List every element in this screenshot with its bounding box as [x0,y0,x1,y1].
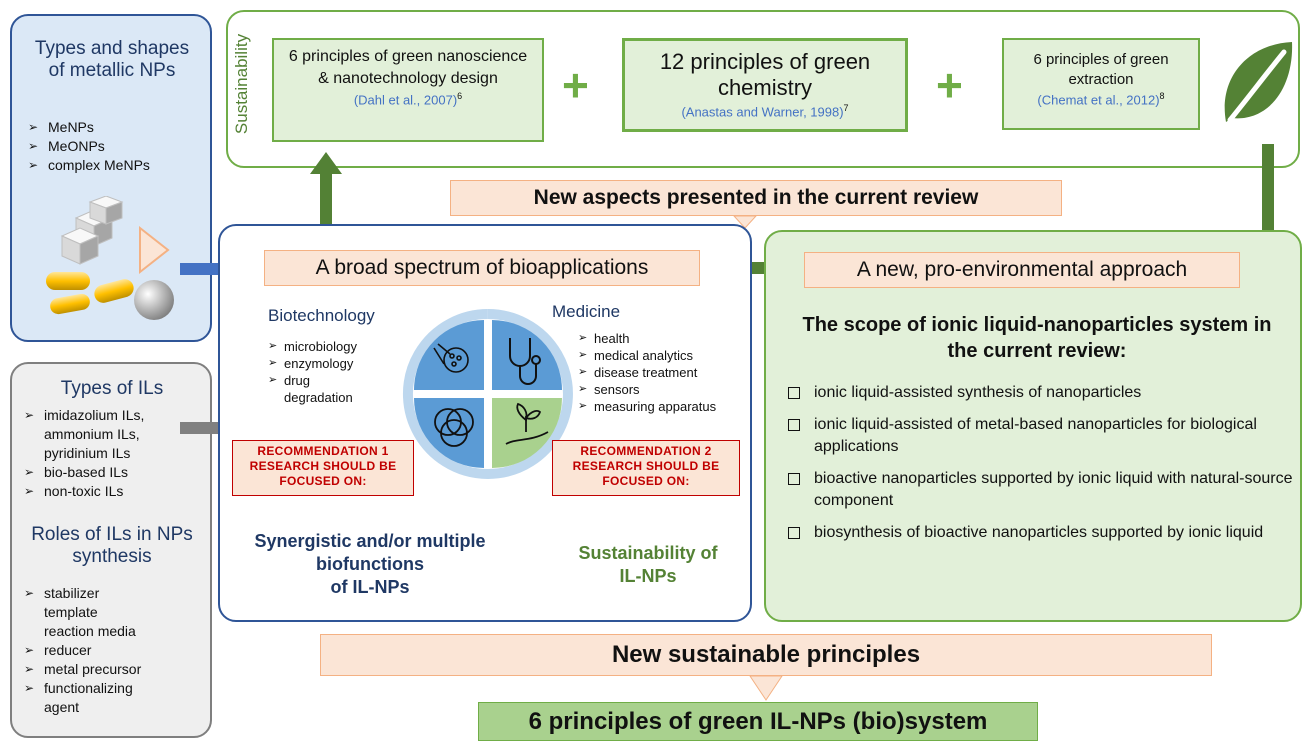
green-nanoscience-principles-box: 6 principles of green nanoscience & nano… [272,38,544,142]
nanoparticle-shapes-illustration [46,196,174,320]
list-item: MeONPs [24,137,204,156]
recommendation-2-box: RECOMMENDATION 2 RESEARCH SHOULD BE FOCU… [552,440,740,496]
quadrant-medicine [492,320,562,390]
il-types-list: imidazolium ILs, ammonium ILs, pyridiniu… [20,406,210,501]
rod-particle [50,293,90,315]
list-item: ionic liquid-assisted of metal-based nan… [784,414,1296,458]
biotechnology-list: microbiology enzymology drug degradation [268,338,398,406]
list-item: agent [44,699,80,715]
list-item: enzymology [268,355,398,372]
quadrant-synergy [414,398,484,468]
hand-plant-icon [505,402,549,445]
list-item: stabilizer [20,584,210,603]
list-item: reaction media [44,623,136,639]
scope-title: The scope of ionic liquid-nanoparticles … [802,314,1272,362]
recommendation-2-line: RESEARCH SHOULD BE [572,459,720,473]
list-item: medical analytics [578,347,750,364]
list-item: ionic liquid-assisted synthesis of nanop… [784,382,1296,404]
venn-circles-icon [434,408,474,447]
il-roles-title: Roles of ILs in NPs synthesis [31,524,193,567]
green-extraction-principles-title: 6 principles of green extraction [1033,51,1169,88]
medicine-list: health medical analytics disease treatme… [578,330,750,415]
sustainability-outcome: Sustainability of IL-NPs [548,542,748,588]
list-item: disease treatment [578,364,750,381]
list-item: degradation [284,390,353,405]
list-item: drug [268,372,398,389]
plus-sign: + [562,59,589,111]
scope-list: ionic liquid-assisted synthesis of nanop… [784,382,1296,554]
recommendation-1-line: RECOMMENDATION 1 [257,444,389,458]
synergistic-outcome: Synergistic and/or multiple biofunctions… [220,530,520,599]
pro-environmental-approach-box: A new, pro-environmental approach [804,252,1240,288]
recommendation-1-line: RESEARCH SHOULD BE [249,459,397,473]
rod-particle [46,272,90,290]
recommendation-2-line: RECOMMENDATION 2 [580,444,712,458]
metallic-np-types-panel: Types and shapes of metallic NPs MeNPs M… [10,14,212,342]
list-item: functionalizing [20,679,210,698]
list-item: biosynthesis of bioactive nanoparticles … [784,522,1296,544]
list-item: MeNPs [24,118,204,137]
new-sustainable-principles-banner: New sustainable principles [320,634,1212,676]
list-item: reducer [20,641,210,660]
quadrant-microbiology [414,320,484,390]
green-nanoscience-principles-title: 6 principles of green nanoscience & nano… [288,48,528,87]
green-il-np-principles-banner: 6 principles of green IL-NPs (bio)system [478,702,1038,741]
rod-particle [94,279,134,303]
citation: (Chemat et al., 2012)8 [1037,91,1165,108]
outcome-line: IL-NPs [619,566,677,586]
outcome-line: biofunctions [316,554,424,574]
recommendation-2-line: FOCUSED ON: [602,474,690,488]
list-item: measuring apparatus [578,398,750,415]
list-item: ammonium ILs, [44,426,140,442]
triangle-particle [139,225,170,275]
recommendation-1-box: RECOMMENDATION 1 RESEARCH SHOULD BE FOCU… [232,440,414,496]
list-item: pyridinium ILs [44,445,131,461]
outcome-line: of IL-NPs [330,577,410,597]
sustainability-panel: Sustainability 6 principles of green nan… [226,10,1300,168]
list-item: bio-based ILs [20,463,210,482]
list-item: health [578,330,750,347]
citation: (Anastas and Warner, 1998)7 [681,103,849,120]
metallic-np-types-title: Types and shapes of metallic NPs [34,38,190,81]
hand-microbe-icon [433,343,469,373]
list-item: metal precursor [20,660,210,679]
list-item: bioactive nanoparticles supported by ion… [784,468,1296,512]
outcome-line: Sustainability of [578,543,718,563]
list-item: imidazolium ILs, [20,406,210,425]
scope-panel [764,230,1302,622]
stethoscope-icon [509,338,541,385]
quadrant-sustainability [492,398,562,468]
list-item: template [44,604,98,620]
list-item: non-toxic ILs [20,482,210,501]
bioapplications-panel [218,224,752,622]
green-chemistry-principles-title: 12 principles of green chemistry [659,49,871,100]
list-item: microbiology [268,338,398,355]
citation: (Dahl et al., 2007)6 [353,91,463,108]
green-extraction-principles-box: 6 principles of green extraction (Chemat… [1002,38,1200,130]
il-roles-list: stabilizer template reaction media reduc… [20,584,210,717]
leaf-icon [1224,42,1293,123]
medicine-heading: Medicine [552,302,621,321]
bioapplications-title: A broad spectrum of bioapplications [264,250,700,286]
il-types-title: Types of ILs [60,378,164,399]
new-aspects-banner: New aspects presented in the current rev… [450,180,1062,216]
il-types-panel: Types of ILs imidazolium ILs, ammonium I… [10,362,212,738]
cube-particles [60,196,124,265]
list-item: sensors [578,381,750,398]
metallic-np-types-list: MeNPs MeONPs complex MeNPs [24,118,204,175]
bioapplication-cycle-graphic [402,309,573,479]
biotechnology-heading: Biotechnology [268,306,375,325]
cycle-ring [402,309,573,479]
list-item: complex MeNPs [24,156,204,175]
plus-sign: + [936,59,963,111]
recommendation-1-line: FOCUSED ON: [279,474,367,488]
sphere-particle [134,280,174,320]
outcome-line: Synergistic and/or multiple [254,531,486,551]
green-chemistry-principles-box: 12 principles of green chemistry (Anasta… [622,38,908,132]
